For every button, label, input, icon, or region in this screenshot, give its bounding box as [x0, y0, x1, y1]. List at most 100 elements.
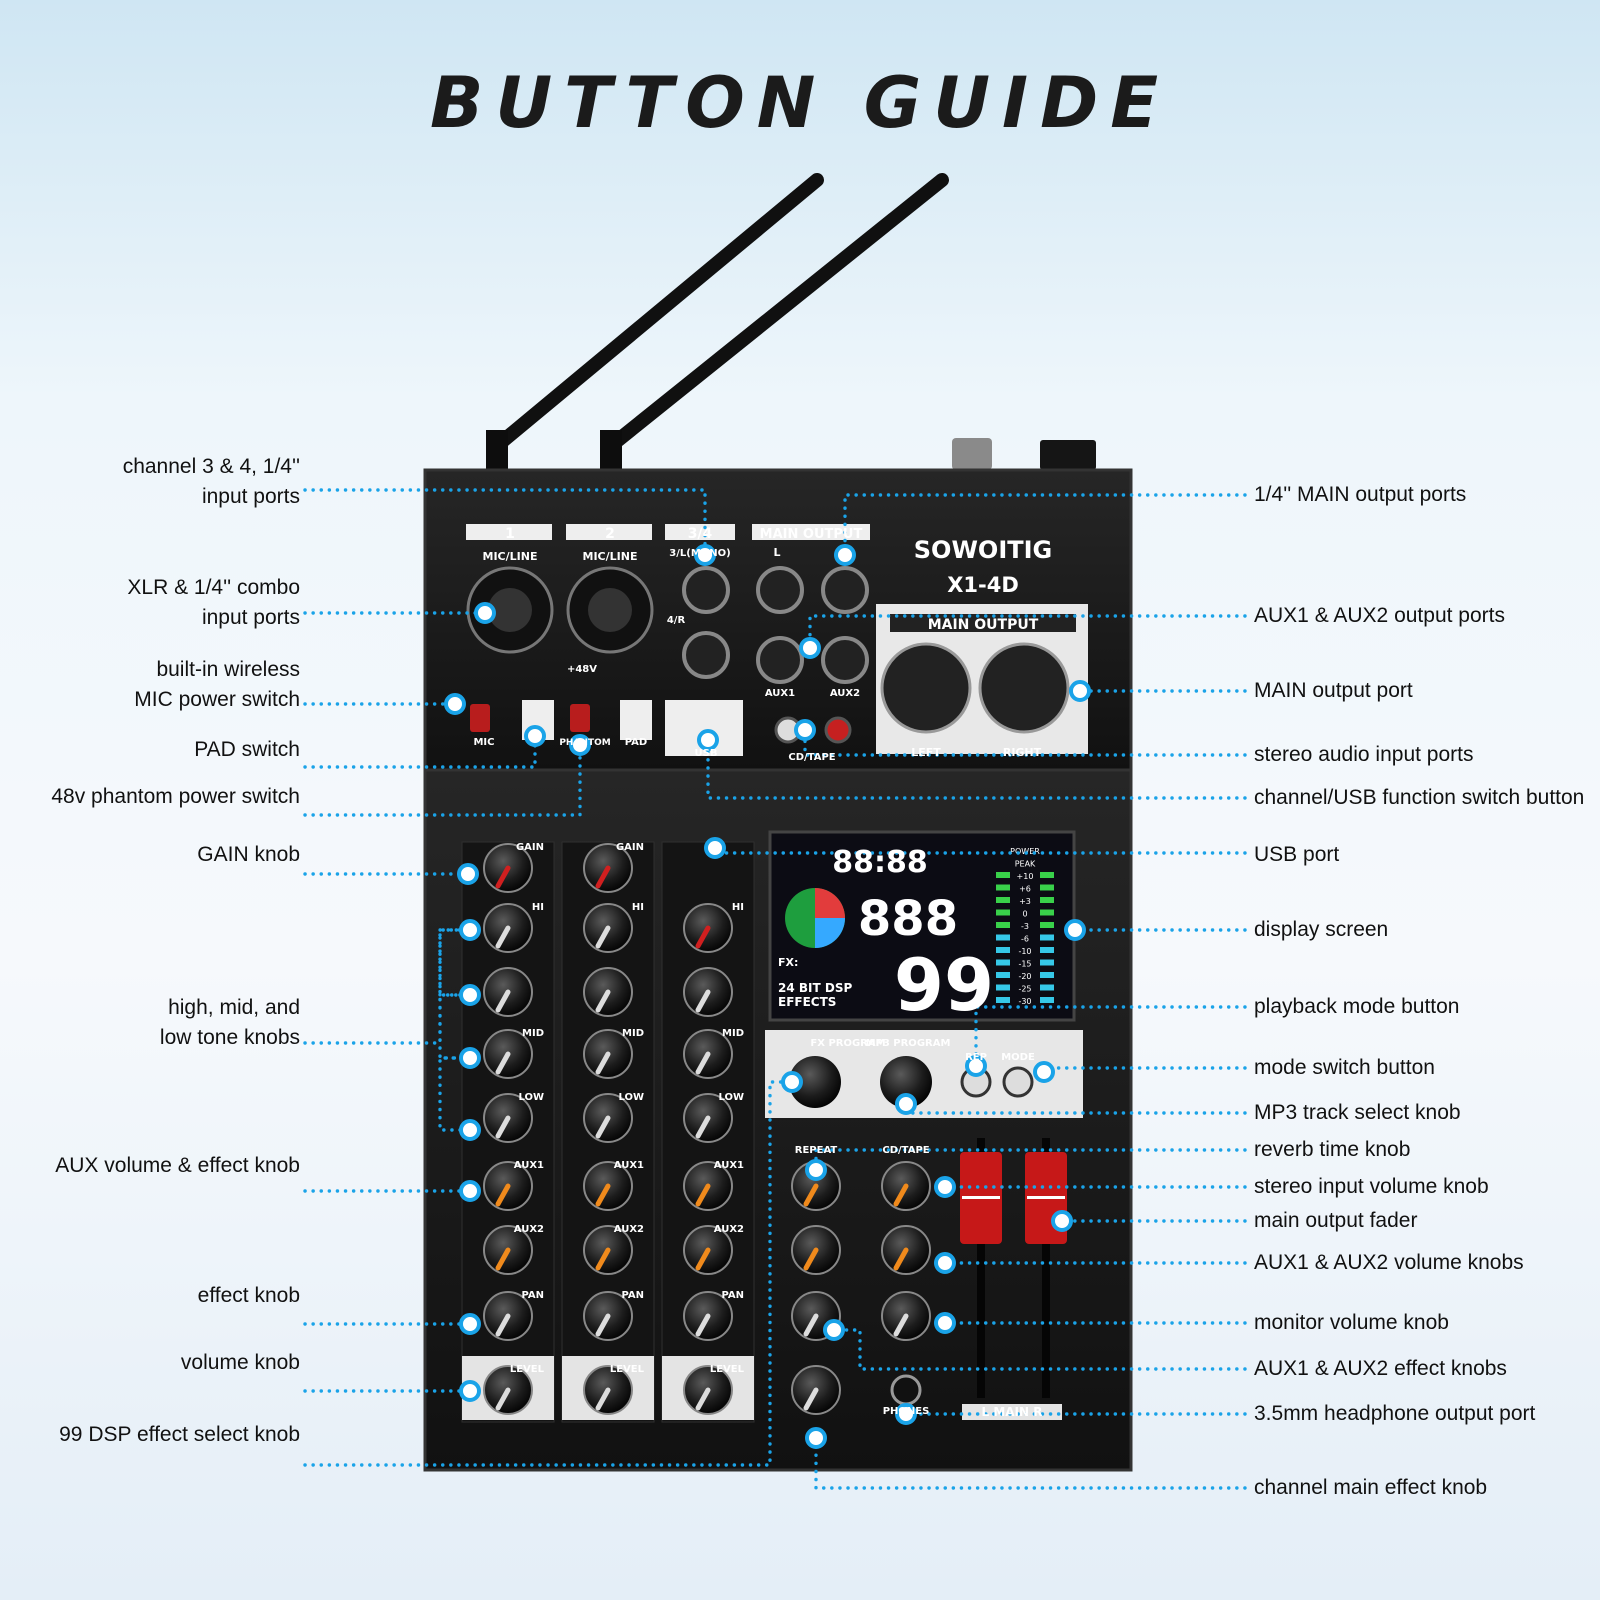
callout-stereo-vol: stereo input volume knob	[1254, 1175, 1489, 1198]
callout-marker	[895, 1403, 917, 1425]
callout-marker	[459, 1119, 481, 1141]
left-label: LEFT	[911, 746, 941, 759]
antennas	[486, 173, 1096, 470]
callout-marker	[1069, 680, 1091, 702]
callout-line: input ports	[201, 485, 300, 508]
callout-line: input ports	[201, 606, 300, 629]
fx-program-label: FX PROGRAM	[810, 1038, 885, 1049]
quarter-inch-jacks[interactable]	[682, 566, 869, 684]
callout-ch34-ports: channel 3 & 4, 1/4'' input ports	[123, 452, 300, 512]
callout-usb-switch: channel/USB function switch button	[1254, 786, 1585, 809]
callout-reverb: reverb time knob	[1254, 1138, 1411, 1161]
knob-label-low-ch3: LOW	[718, 1092, 744, 1103]
callout-xlr-combo: XLR & 1/4'' combo input ports	[127, 573, 300, 633]
callout-marker	[934, 1176, 956, 1198]
callout-line: GAIN knob	[197, 843, 300, 866]
callout-marker	[805, 1159, 827, 1181]
mic-switch-label: MIC	[473, 737, 494, 748]
callout-display: display screen	[1254, 918, 1389, 941]
repeat-label: REPEAT	[795, 1145, 838, 1156]
callout-line: AUX volume & effect knob	[55, 1154, 300, 1177]
channel-knobs[interactable]	[483, 843, 931, 1415]
program-knobs[interactable]	[789, 1056, 1034, 1108]
knob-label-hi-ch1: HI	[532, 902, 544, 913]
main-faders[interactable]	[960, 1138, 1067, 1420]
callout-usb-port: USB port	[1254, 843, 1340, 866]
knob-label-pan-ch3: PAN	[721, 1290, 744, 1301]
meter-label: POWER	[1010, 847, 1040, 856]
meter-label: 0	[1022, 910, 1027, 919]
knob-label-aux2-ch2: AUX2	[614, 1224, 644, 1235]
callout-aux-vol: AUX1 & AUX2 volume knobs	[1254, 1251, 1524, 1274]
meter-label: -30	[1018, 997, 1031, 1006]
callout-aux: AUX volume & effect knob	[55, 1151, 300, 1181]
main-lr-label: L MAIN R	[982, 1405, 1043, 1419]
phantom-label: PHANTOM	[559, 738, 610, 748]
callout-effect: effect knob	[198, 1281, 300, 1311]
display-fx: FX:	[778, 956, 798, 969]
xlr-main-outputs[interactable]	[880, 642, 1070, 734]
headphone-jack[interactable]	[890, 1374, 922, 1406]
aux2-out-label: AUX2	[830, 688, 860, 699]
callout-markers	[444, 544, 1091, 1449]
callout-marker	[459, 919, 481, 941]
callout-marker	[457, 863, 479, 885]
ch4-label: 4/R	[667, 615, 686, 626]
callout-headphone: 3.5mm headphone output port	[1254, 1402, 1536, 1425]
callout-marker	[834, 544, 856, 566]
knob-label-pan-ch2: PAN	[621, 1290, 644, 1301]
callout-line: built-in wireless	[156, 658, 300, 681]
usb-switch-label: USB	[695, 748, 718, 759]
callout-line: channel 3 & 4, 1/4''	[122, 455, 300, 478]
xlr-combo-jacks[interactable]	[466, 566, 654, 654]
callout-line: high, mid, and	[168, 996, 300, 1019]
meter-label: -10	[1018, 947, 1031, 956]
callout-line: low tone knobs	[159, 1026, 300, 1049]
knob-label-aux1-ch2: AUX1	[614, 1160, 644, 1171]
callout-marker	[694, 544, 716, 566]
callout-marker	[444, 693, 466, 715]
knob-label-gain-ch1: GAIN	[516, 842, 544, 853]
callout-line: 48v phantom power switch	[51, 785, 300, 808]
knob-label-low-ch1: LOW	[518, 1092, 544, 1103]
knob-label-level-ch3: LEVEL	[710, 1364, 745, 1375]
display-dsp: 24 BIT DSP	[778, 981, 852, 995]
callout-line: XLR & 1/4'' combo	[127, 576, 300, 599]
callout-main-fx: channel main effect knob	[1254, 1476, 1488, 1499]
cd-tape-knob-label: CD/TAPE	[882, 1145, 929, 1156]
right-label: RIGHT	[1003, 746, 1042, 759]
callout-marker	[794, 719, 816, 741]
callout-tone: high, mid, and low tone knobs	[160, 993, 300, 1053]
model-name: X1-4D	[947, 573, 1019, 597]
ch2-tab: 2	[605, 526, 615, 542]
knob-label-level-ch1: LEVEL	[510, 1364, 545, 1375]
callout-marker	[569, 734, 591, 756]
knob-label-mid-ch2: MID	[622, 1028, 644, 1039]
callout-line: 99 DSP effect select knob	[59, 1423, 300, 1446]
callout-marker	[934, 1312, 956, 1334]
knob-label-hi-ch2: HI	[632, 902, 644, 913]
callout-marker	[459, 1180, 481, 1202]
callout-phantom: 48v phantom power switch	[51, 782, 300, 812]
display-time: 88:88	[832, 845, 928, 880]
callout-marker	[895, 1093, 917, 1115]
callout-gain: GAIN knob	[197, 840, 300, 870]
knob-label-low-ch2: LOW	[618, 1092, 644, 1103]
page-title: BUTTON GUIDE	[429, 62, 1171, 144]
callout-marker	[823, 1319, 845, 1341]
callout-mode: mode switch button	[1254, 1056, 1435, 1079]
meter-label: -6	[1021, 935, 1029, 944]
callout-marker	[799, 637, 821, 659]
callout-fader: main output fader	[1254, 1209, 1418, 1232]
callout-stereo-in: stereo audio input ports	[1254, 743, 1474, 766]
knob-label-level-ch2: LEVEL	[610, 1364, 645, 1375]
ch3-label: 3/L(MONO)	[669, 548, 730, 559]
callout-aux-out: AUX1 & AUX2 output ports	[1254, 604, 1505, 627]
callout-main-out: MAIN output port	[1254, 679, 1413, 702]
callout-marker	[459, 1313, 481, 1335]
pad-label: PAD	[625, 737, 647, 748]
callout-marker	[459, 1047, 481, 1069]
main-output-tab: MAIN OUTPUT	[760, 527, 863, 542]
